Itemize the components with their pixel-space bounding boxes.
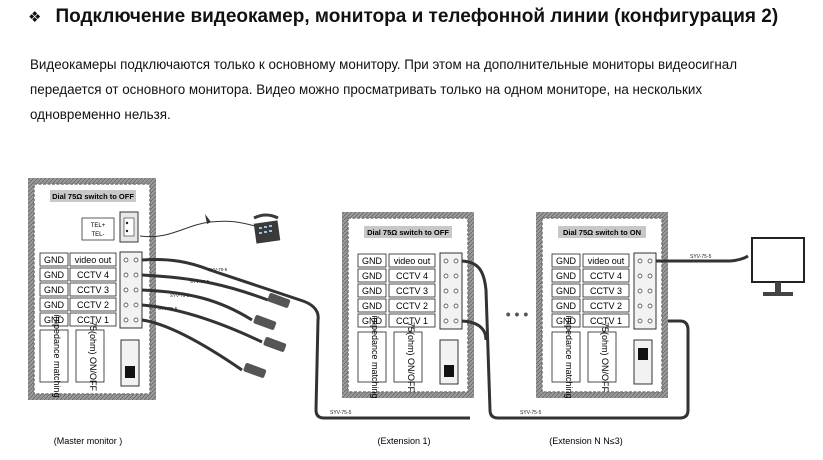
svg-text:CCTV 3: CCTV 3	[77, 285, 109, 295]
svg-text:GND: GND	[362, 256, 383, 266]
svg-text:CCTV 1: CCTV 1	[396, 316, 428, 326]
display-monitor-icon	[751, 237, 805, 296]
ohm-switch-label: 75(ohm) ON/OFF	[88, 321, 98, 392]
master-monitor-panel: Dial 75Ω switch to OFF TEL+ TEL- GND vid…	[28, 178, 156, 400]
svg-text:GND: GND	[362, 316, 383, 326]
cable-label: SYV-75-5	[330, 410, 352, 416]
extension1-caption: (Extension 1)	[377, 436, 430, 446]
terminal-table: GND video out GND CCTV 4 GND CCTV 3 GND …	[39, 252, 117, 327]
svg-text:GND: GND	[44, 255, 65, 265]
svg-text:GND: GND	[362, 271, 383, 281]
svg-text:CCTV 3: CCTV 3	[590, 286, 622, 296]
paragraph-line: Видеокамеры подключаются только к основн…	[30, 57, 738, 72]
svg-text:75(ohm) ON/OFF: 75(ohm) ON/OFF	[406, 322, 416, 393]
cable-label: SYV-75-5	[208, 267, 228, 272]
svg-text:GND: GND	[44, 300, 65, 310]
svg-text:GND: GND	[556, 286, 577, 296]
section-heading: ❖ Подключение видеокамер, монитора и тел…	[28, 6, 778, 28]
tel-plus-label: TEL+	[91, 223, 106, 229]
svg-text:GND: GND	[44, 270, 65, 280]
description-paragraph: Видеокамеры подключаются только к основн…	[30, 52, 800, 127]
svg-text:GND: GND	[362, 301, 383, 311]
svg-text:video out: video out	[588, 256, 625, 266]
svg-text:GND: GND	[362, 286, 383, 296]
svg-text:GND: GND	[556, 256, 577, 266]
master-caption: (Master monitor )	[54, 436, 123, 446]
svg-text:CCTV 2: CCTV 2	[77, 300, 109, 310]
extensionN-caption: (Extension N N≤3)	[549, 436, 622, 446]
telephone-icon	[139, 213, 281, 244]
svg-text:GND: GND	[44, 285, 65, 295]
svg-text:GND: GND	[44, 315, 65, 325]
svg-text:CCTV 2: CCTV 2	[590, 301, 622, 311]
camera-cables	[141, 258, 470, 420]
ellipsis-dots: • • •	[506, 306, 529, 322]
cable-label: SYV-75-5	[158, 306, 178, 311]
paragraph-line: передается от основного монитора. Видео …	[30, 82, 703, 97]
svg-text:GND: GND	[556, 271, 577, 281]
diamond-bullet-icon: ❖	[28, 8, 42, 26]
svg-text:CCTV 1: CCTV 1	[77, 315, 109, 325]
svg-text:impedance matching: impedance matching	[564, 315, 574, 398]
heading-title: Подключение видеокамер, монитора и телеф…	[55, 6, 779, 27]
svg-text:video out: video out	[75, 255, 112, 265]
cctv-camera-icon	[243, 293, 291, 378]
svg-text:75(ohm) ON/OFF: 75(ohm) ON/OFF	[600, 322, 610, 393]
paragraph-line: одновременно нельзя.	[30, 107, 171, 122]
switch-title: Dial 75Ω switch to OFF	[367, 228, 449, 237]
extensionN-panel: Dial 75Ω switch to ON GND video out GND CC…	[536, 212, 668, 399]
svg-text:impedance matching: impedance matching	[370, 315, 380, 398]
svg-text:CCTV 1: CCTV 1	[590, 316, 622, 326]
svg-text:CCTV 3: CCTV 3	[396, 286, 428, 296]
tel-minus-label: TEL-	[91, 232, 104, 238]
svg-text:CCTV 4: CCTV 4	[396, 271, 428, 281]
switch-title: Dial 75Ω switch to ON	[563, 228, 641, 237]
svg-text:CCTV 4: CCTV 4	[590, 271, 622, 281]
cable-label: SYV-75-5	[170, 293, 190, 298]
svg-text:CCTV 4: CCTV 4	[77, 270, 109, 280]
svg-text:GND: GND	[556, 301, 577, 311]
cable-label: SYV-75-5	[690, 254, 712, 260]
switch-title: Dial 75Ω switch to OFF	[52, 192, 134, 201]
extension1-panel: Dial 75Ω switch to OFF GND video out GND C…	[342, 212, 474, 399]
cable-label: SYV-75-5	[190, 279, 210, 284]
cable-label: SYV-75-5	[520, 410, 542, 416]
impedance-label: impedance matching	[52, 314, 62, 397]
svg-text:CCTV 2: CCTV 2	[396, 301, 428, 311]
svg-text:GND: GND	[556, 316, 577, 326]
svg-text:video out: video out	[394, 256, 431, 266]
